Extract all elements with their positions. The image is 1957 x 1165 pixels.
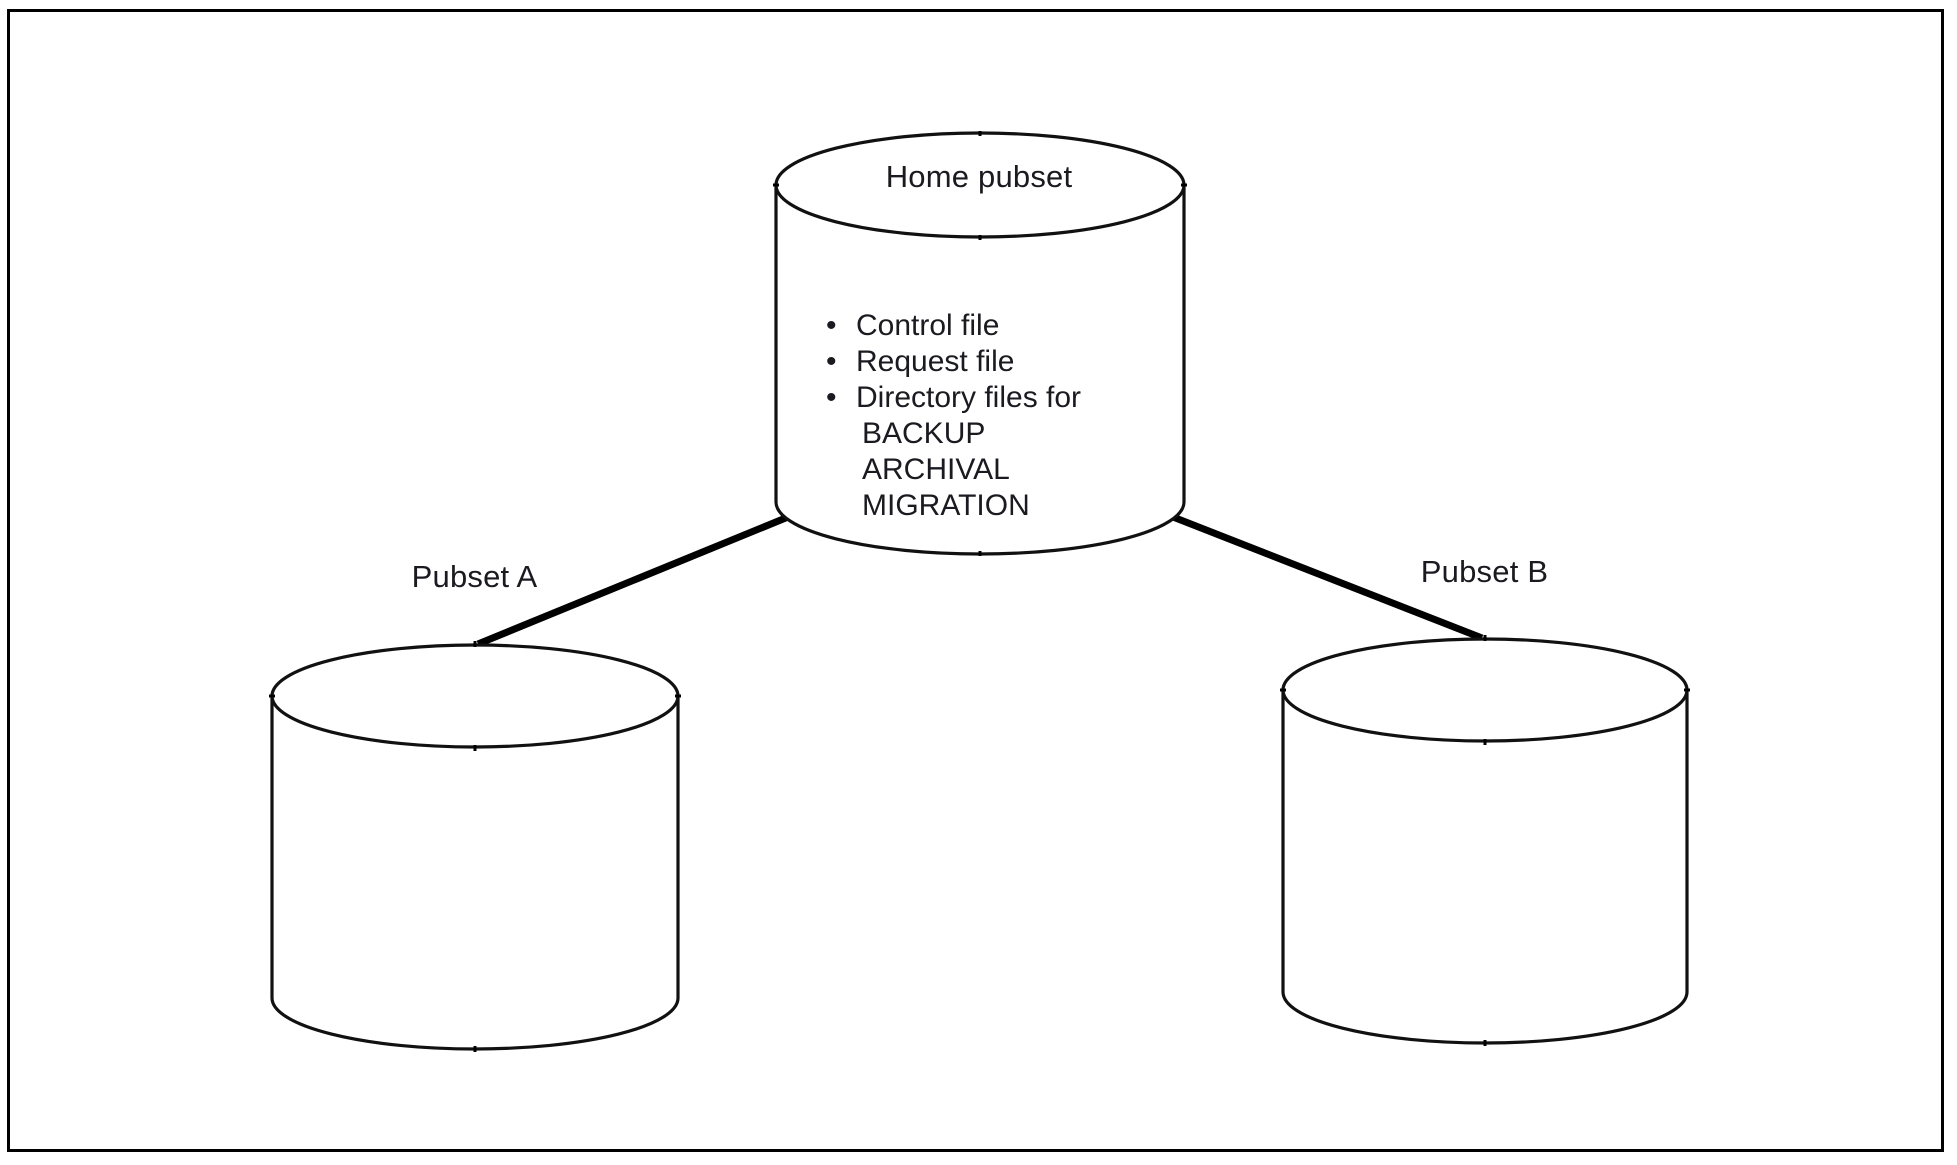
bullet-icon: • [826, 381, 837, 414]
list-item: • Directory files for BACKUP ARCHIVAL MI… [826, 380, 1150, 524]
sub-item-label: ARCHIVAL [862, 453, 1010, 486]
cylinder-pubset-b[interactable] [1280, 635, 1690, 1046]
edge-home-to-pubset-b [1148, 504, 1484, 642]
edge-home-to-pubset-a [476, 504, 812, 648]
list-item-label: Directory files for [856, 381, 1082, 414]
bullet-icon: • [826, 309, 837, 342]
sub-item-label: BACKUP [862, 417, 986, 450]
list-item: • Request file [826, 344, 1150, 380]
sub-item-label: MIGRATION [862, 489, 1030, 522]
list-item-label: Control file [856, 309, 1000, 342]
list-item-label: Request file [856, 345, 1015, 378]
list-item: • Control file [826, 308, 1150, 344]
home-pubset-label: Home pubset [885, 159, 1073, 194]
pubset-a-label: Pubset A [411, 559, 538, 594]
home-pubset-bullet-list: • Control file • Request file • Director… [820, 308, 1150, 524]
pubset-b-label: Pubset B [1420, 554, 1549, 589]
cylinder-pubset-a[interactable] [269, 641, 681, 1052]
home-pubset-contents: • Control file • Request file • Director… [820, 308, 1150, 524]
cylinder-home-pubset[interactable] [773, 131, 1187, 556]
bullet-icon: • [826, 345, 837, 378]
